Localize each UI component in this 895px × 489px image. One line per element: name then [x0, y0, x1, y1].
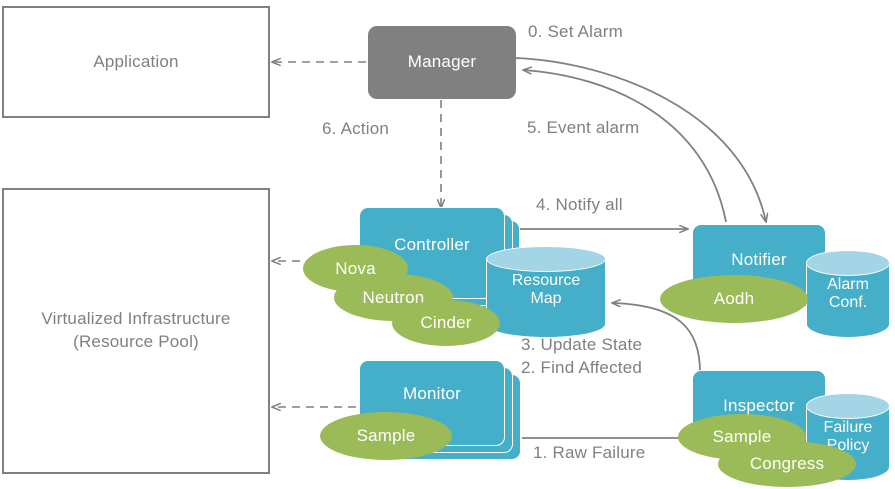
virtualized-infrastructure-label: Virtualized Infrastructure (Resource Poo… — [41, 308, 230, 354]
alarm-conf-cylinder-top — [806, 250, 890, 276]
alarm-conf-cylinder[interactable]: Alarm Conf. — [806, 250, 890, 338]
tag-cinder[interactable]: Cinder — [392, 300, 500, 346]
manager-node[interactable]: Manager — [368, 26, 516, 99]
resource-map-label: Resource Map — [486, 272, 606, 309]
edge-label-raw-failure: 1. Raw Failure — [533, 443, 646, 462]
inspector-label: Inspector — [723, 396, 795, 415]
tag-congress[interactable]: Congress — [718, 441, 856, 487]
controller-label: Controller — [394, 235, 470, 254]
edge-label-set-alarm: 0. Set Alarm — [528, 22, 623, 41]
edge-event-alarm — [523, 70, 727, 223]
virtualized-infrastructure-box[interactable]: Virtualized Infrastructure (Resource Poo… — [2, 188, 270, 474]
resource-map-cylinder-top — [486, 246, 606, 272]
edge-label-find-affected: 2. Find Affected — [521, 358, 643, 377]
edge-update-state — [612, 303, 701, 373]
alarm-conf-label-line1: Alarm — [827, 276, 869, 293]
tag-aodh[interactable]: Aodh — [660, 275, 808, 323]
infrastructure-label-line2: (Resource Pool) — [73, 332, 199, 351]
alarm-conf-label-line2: Conf. — [828, 294, 868, 312]
edge-label-notify-all: 4. Notify all — [536, 195, 623, 214]
application-box[interactable]: Application — [2, 6, 270, 118]
tag-congress-label: Congress — [749, 454, 825, 473]
failure-policy-label-line1: Failure — [823, 419, 873, 436]
manager-label: Manager — [407, 52, 477, 71]
tag-sample-inspector-label: Sample — [712, 427, 772, 446]
edge-label-event-alarm: 5. Event alarm — [527, 118, 640, 137]
monitor-label: Monitor — [402, 384, 462, 403]
resource-map-label-line2: Map — [530, 290, 562, 308]
resource-map-cylinder[interactable]: Resource Map — [486, 246, 606, 338]
infrastructure-label-line1: Virtualized Infrastructure — [41, 309, 231, 329]
resource-map-cylinder-body — [486, 259, 606, 338]
tag-cinder-label: Cinder — [420, 313, 472, 332]
edge-label-action: 6. Action — [322, 119, 390, 138]
resource-map-label-line1: Resource — [511, 272, 581, 289]
application-label: Application — [93, 51, 179, 71]
notifier-label: Notifier — [731, 250, 787, 269]
tag-aodh-label: Aodh — [713, 289, 755, 308]
alarm-conf-label: Alarm Conf. — [806, 276, 890, 313]
tag-sample-monitor-label: Sample — [356, 426, 416, 445]
tag-nova-label: Nova — [335, 258, 376, 278]
tag-neutron-label: Neutron — [362, 287, 425, 307]
edge-label-update-state: 3. Update State — [521, 335, 643, 354]
failure-policy-cylinder-top — [806, 393, 890, 419]
tag-sample-monitor[interactable]: Sample — [320, 412, 452, 460]
edge-set-alarm — [515, 57, 766, 222]
